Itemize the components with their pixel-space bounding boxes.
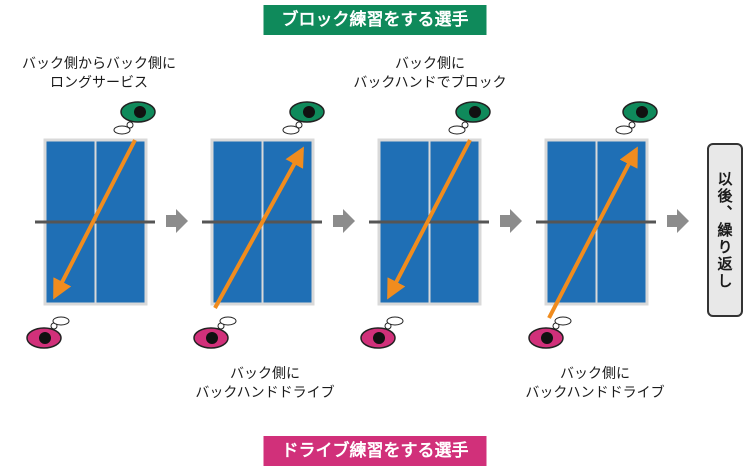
eye-icon bbox=[113, 101, 156, 135]
step1-note: バック側からバック側に ロングサービス bbox=[4, 55, 194, 93]
eye-icon bbox=[26, 316, 70, 349]
step3-note-line1: バック側に bbox=[230, 366, 300, 382]
step2-note-line1: バック側に bbox=[395, 56, 465, 72]
arrow-right-icon bbox=[166, 209, 188, 233]
repeat-label: 以後、繰り返し bbox=[707, 143, 743, 317]
block-player-banner: ブロック練習をする選手 bbox=[263, 5, 487, 35]
table-step4 bbox=[536, 138, 656, 306]
eye-icon bbox=[193, 316, 237, 349]
step4-note-line2: バックハンドドライブ bbox=[525, 385, 665, 401]
step3-note-line2: バックハンドドライブ bbox=[195, 385, 335, 401]
eye-icon bbox=[615, 101, 658, 135]
eye-icon bbox=[360, 316, 404, 349]
arrow-right-icon bbox=[667, 209, 689, 233]
ball-path-step2 bbox=[213, 146, 304, 309]
step1-note-line1: バック側からバック側に bbox=[22, 56, 176, 72]
eye-icon bbox=[282, 101, 325, 135]
eye-icon bbox=[528, 316, 572, 349]
ball-path-step4 bbox=[547, 146, 638, 319]
table-step1 bbox=[35, 138, 155, 306]
step4-note-line1: バック側に bbox=[560, 366, 630, 382]
arrow-right-icon bbox=[333, 209, 355, 233]
eye-icon bbox=[448, 101, 491, 135]
step3-note: バック側に バックハンドドライブ bbox=[170, 365, 360, 403]
step4-note: バック側に バックハンドドライブ bbox=[500, 365, 690, 403]
ball-path-step1 bbox=[53, 139, 137, 300]
ball-path-step3 bbox=[387, 139, 472, 300]
drive-player-banner: ドライブ練習をする選手 bbox=[263, 436, 487, 466]
step2-note: バック側に バックハンドでブロック bbox=[320, 55, 540, 93]
arrow-right-icon bbox=[500, 209, 522, 233]
step1-note-line2: ロングサービス bbox=[50, 75, 148, 91]
step2-note-line2: バックハンドでブロック bbox=[353, 75, 507, 91]
